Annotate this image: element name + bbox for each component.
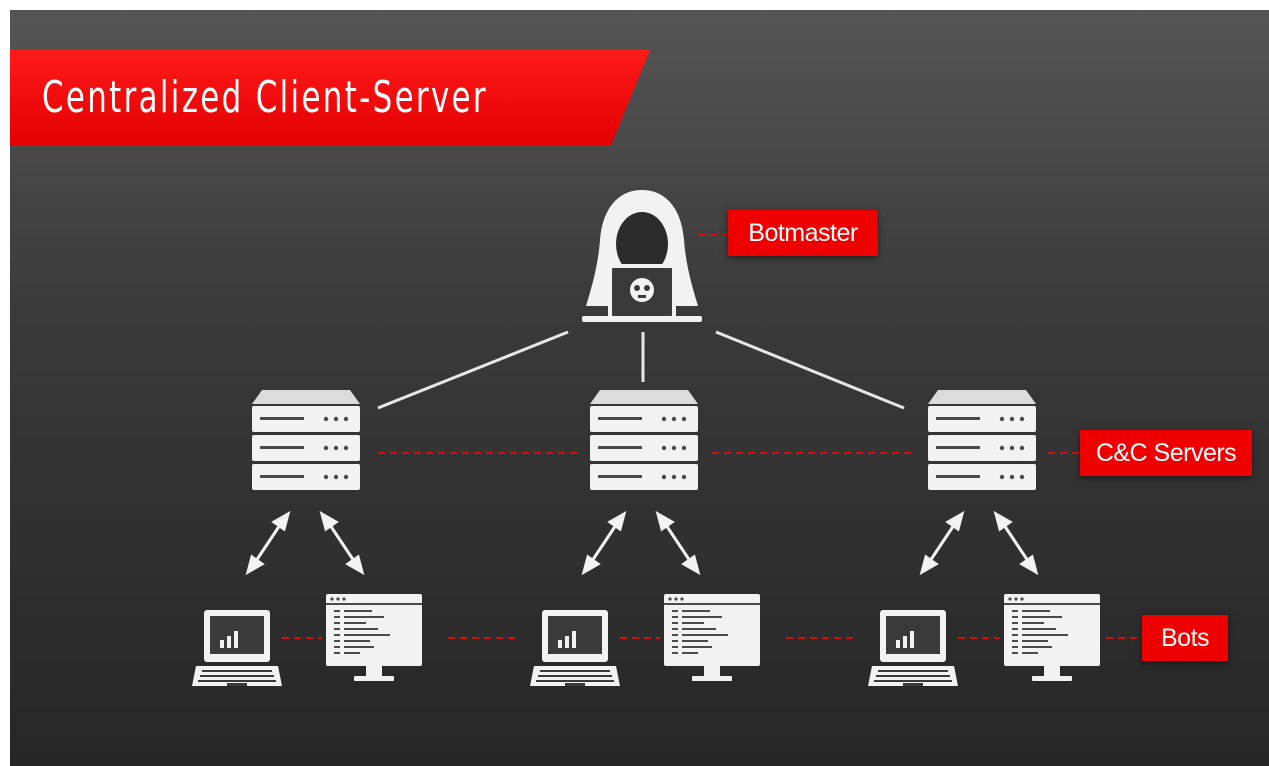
double-arrow-icon xyxy=(319,510,365,576)
double-arrow-icon xyxy=(993,510,1039,576)
double-arrow-icon xyxy=(581,510,627,576)
server-rack-icon xyxy=(252,390,360,490)
link-botmaster-server-1 xyxy=(377,330,569,410)
double-arrow-icon xyxy=(655,510,701,576)
network-diagram xyxy=(192,190,1142,686)
botmaster-links xyxy=(377,330,905,410)
link-botmaster-server-3 xyxy=(715,330,905,410)
botmaster-label: Botmaster xyxy=(728,210,878,256)
diagram-title: Centralized Client-Server xyxy=(42,72,488,123)
laptop-icon xyxy=(192,610,282,686)
double-arrow-icon xyxy=(245,510,291,576)
laptop-icon xyxy=(868,610,958,686)
monitor-icon xyxy=(664,594,760,681)
laptop-icon xyxy=(530,610,620,686)
server-rack-icon xyxy=(928,390,1036,490)
dashed-links xyxy=(282,234,1142,639)
bots-label: Bots xyxy=(1142,615,1228,661)
title-banner: Centralized Client-Server xyxy=(10,50,650,145)
monitor-icon xyxy=(1004,594,1100,681)
diagram-panel: Centralized Client-Server xyxy=(10,10,1269,766)
hooded-hacker-icon xyxy=(582,190,702,322)
server-rack-icon xyxy=(590,390,698,490)
double-arrow-icon xyxy=(919,510,965,576)
double-arrows xyxy=(245,510,1039,576)
monitor-icon xyxy=(326,594,422,681)
servers-label: C&C Servers xyxy=(1080,430,1252,476)
